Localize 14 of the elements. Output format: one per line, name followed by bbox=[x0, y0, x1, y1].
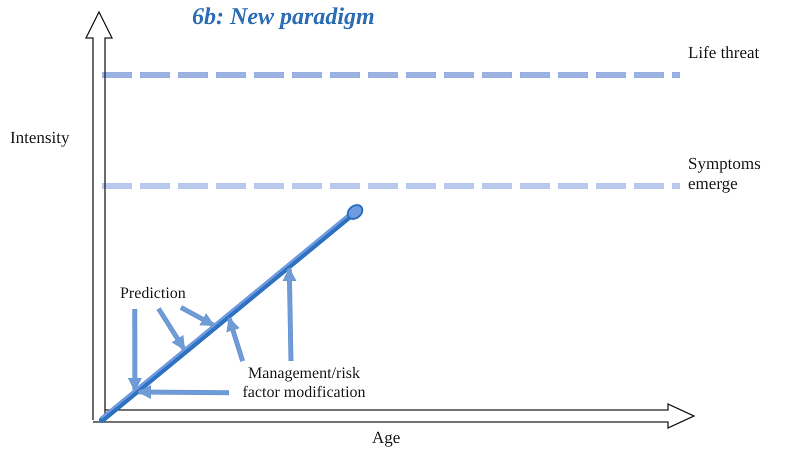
arrow bbox=[128, 309, 142, 392]
axis-label: Symptoms emerge bbox=[688, 154, 762, 194]
arrow bbox=[156, 307, 186, 351]
node-label: Prediction bbox=[120, 284, 187, 303]
axis-label: Life threat bbox=[688, 43, 760, 63]
arrow bbox=[180, 305, 215, 328]
axis-label: Age bbox=[372, 428, 402, 448]
axis-label: Intensity bbox=[10, 128, 70, 148]
arrow bbox=[137, 385, 230, 400]
node-label: Management/risk factor modification bbox=[241, 364, 367, 402]
progression-line bbox=[98, 202, 364, 424]
title: 6b: New paradigm bbox=[192, 4, 375, 31]
arrow bbox=[282, 267, 296, 362]
arrow bbox=[226, 316, 246, 362]
